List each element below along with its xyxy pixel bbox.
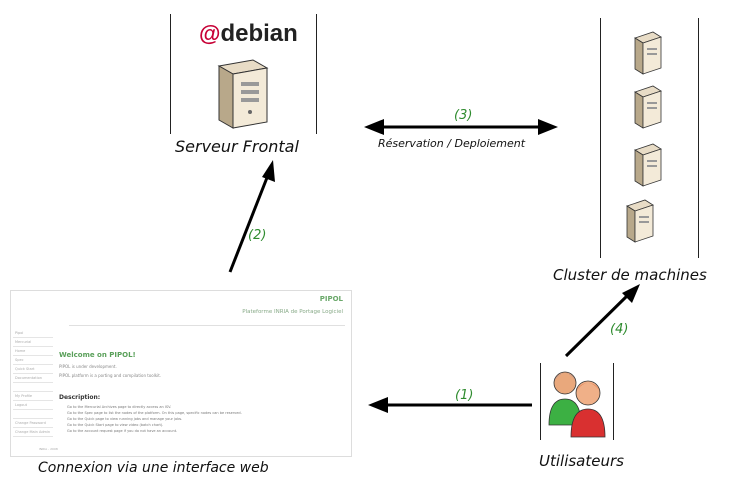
sidebar-item[interactable]: Quick Start: [13, 365, 53, 374]
users-node: [540, 363, 614, 440]
arrowhead-server: [262, 160, 275, 182]
machine-icon: [634, 143, 662, 187]
intro-text: PIPOL is under development.: [59, 364, 117, 369]
sidebar-item[interactable]: Change Password: [13, 419, 53, 428]
sidebar-item[interactable]: [13, 410, 53, 419]
arrow-web-to-server: [228, 169, 272, 273]
arrowhead-left: [364, 119, 384, 135]
debian-logo: @debian: [199, 20, 298, 47]
cluster-machines: [626, 31, 662, 243]
sidebar-item[interactable]: Spec: [13, 356, 53, 365]
header-divider: [69, 325, 345, 326]
machine-icon: [626, 199, 654, 243]
server-tower-icon: [217, 59, 269, 129]
arrowhead-cluster: [622, 284, 640, 303]
sidebar-item[interactable]: Change Main Admin: [13, 428, 53, 437]
debian-swirl-icon: @: [199, 21, 221, 46]
web-main-content: Welcome on PIPOL! PIPOL is under develop…: [59, 351, 339, 435]
server-node: @debian: [170, 14, 317, 134]
web-caption: Connexion via une interface web: [38, 460, 269, 476]
description-item: Go to the account request page if you do…: [67, 429, 178, 433]
cluster-caption: Cluster de machines: [553, 266, 707, 284]
step1-label: (1): [455, 388, 474, 403]
sidebar-item[interactable]: Home: [13, 347, 53, 356]
intro-text: PIPOL platform is a porting and compilat…: [59, 373, 162, 378]
web-interface-thumbnail: PIPOL Plateforme INRIA de Portage Logici…: [10, 290, 352, 457]
step3-text: Réservation / Deploiement: [378, 137, 525, 150]
description-item: Go to the Mercurial Archives page to dir…: [67, 405, 172, 409]
description-item: Go to the Quick page to view running job…: [67, 417, 183, 421]
sidebar-item[interactable]: Pipol: [13, 329, 53, 338]
arrowhead-right: [538, 119, 558, 135]
welcome-heading: Welcome on PIPOL!: [59, 351, 136, 359]
description-item: Go to the Quick Start page to view video…: [67, 423, 164, 427]
step2-label: (2): [248, 228, 267, 243]
web-sidebar: Pipol Mercurial Home Spec Quick Start Do…: [13, 329, 53, 439]
machine-icon: [634, 85, 662, 129]
arrow-users-to-cluster: [564, 291, 632, 358]
step3-text-reservation: Réservation: [378, 137, 444, 150]
server-caption: Serveur Frontal: [175, 137, 299, 156]
site-title: PIPOL: [319, 295, 343, 303]
site-subtitle: Plateforme INRIA de Portage Logiciel: [242, 309, 343, 315]
description-item: Go to the Spec page to list the nodes of…: [67, 411, 242, 415]
step3-label: (3): [454, 108, 473, 123]
arrowhead-web: [368, 397, 388, 413]
sidebar-item[interactable]: Logout: [13, 401, 53, 410]
sidebar-item[interactable]: [13, 383, 53, 392]
users-caption: Utilisateurs: [539, 452, 624, 470]
description-heading: Description:: [59, 394, 101, 401]
web-footer: INRIA - 2008: [39, 447, 58, 451]
sidebar-item[interactable]: My Profile: [13, 392, 53, 401]
step3-text-deploiement: / Deploiement: [447, 137, 526, 150]
users-icon: [548, 371, 606, 438]
sidebar-item[interactable]: Documentation: [13, 374, 53, 383]
step4-label: (4): [610, 322, 629, 337]
machine-icon: [634, 31, 662, 75]
cluster-node: [600, 18, 699, 258]
sidebar-item[interactable]: Mercurial: [13, 338, 53, 347]
